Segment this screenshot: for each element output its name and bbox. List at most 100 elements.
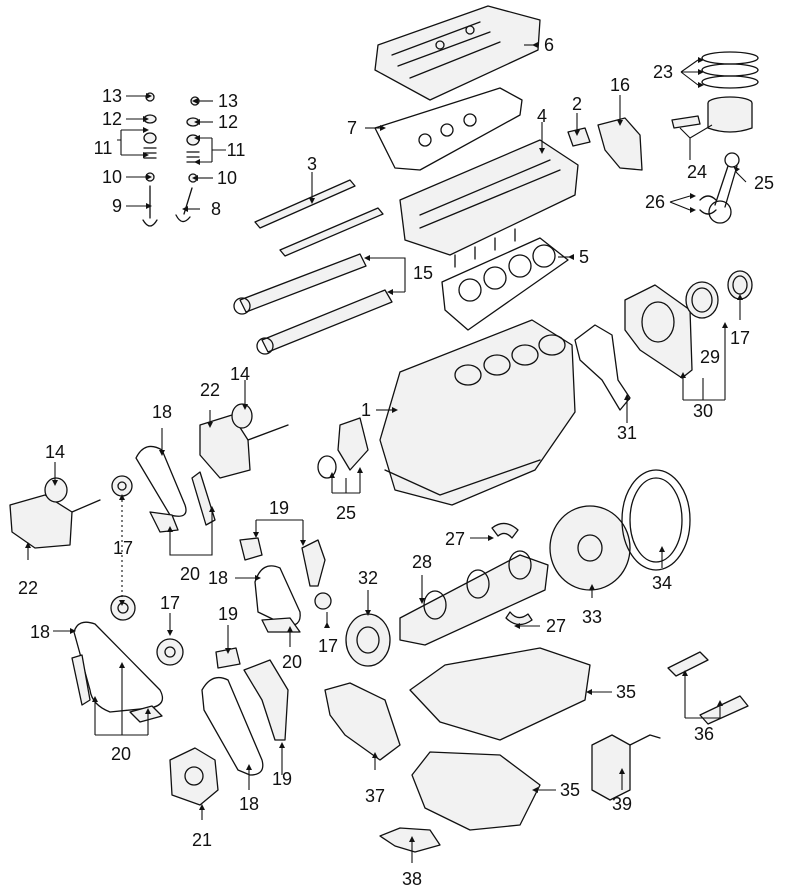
callout-18-c: 18 — [30, 622, 50, 642]
engine-block — [379, 319, 576, 506]
chain-tensioner-upper — [149, 511, 179, 533]
rear-seal — [317, 417, 369, 479]
callout-19-a: 19 — [269, 498, 289, 518]
front-seals — [685, 270, 753, 319]
callout-2: 2 — [572, 94, 582, 114]
timing-cover — [624, 284, 693, 379]
callout-28: 28 — [412, 552, 432, 572]
callout-12-left: 12 — [102, 109, 122, 129]
callout-35-lower: 35 — [560, 780, 580, 800]
callout-23: 23 — [653, 62, 673, 82]
chain-guide-lower-a — [71, 654, 91, 706]
timing-chain-upper — [135, 445, 187, 517]
callout-20-a: 20 — [180, 564, 200, 584]
callout-31: 31 — [617, 423, 637, 443]
callout-4: 4 — [537, 106, 547, 126]
chain-guide-mid — [239, 537, 263, 561]
callout-18-d: 18 — [239, 794, 259, 814]
callout-6: 6 — [544, 35, 554, 55]
timing-chain-mid — [254, 565, 301, 627]
callout-32: 32 — [358, 568, 378, 588]
callout-22-upper: 22 — [200, 380, 220, 400]
callout-17-a: 17 — [113, 538, 133, 558]
callout-39: 39 — [612, 794, 632, 814]
sprocket-small-d — [156, 638, 184, 666]
crank-pulley — [345, 613, 391, 667]
callout-25-b: 25 — [336, 503, 356, 523]
callout-29: 29 — [700, 347, 720, 367]
callout-14-upper: 14 — [230, 364, 250, 384]
callout-38: 38 — [402, 869, 422, 889]
oil-pump-upper — [199, 403, 289, 479]
front-cover — [324, 682, 401, 761]
callout-22-lower: 22 — [18, 578, 38, 598]
oil-cooler — [591, 734, 661, 801]
callout-5: 5 — [579, 247, 589, 267]
valve-train-parts-right — [175, 96, 200, 223]
callout-37: 37 — [365, 786, 385, 806]
callout-8: 8 — [211, 199, 221, 219]
camshafts — [233, 253, 393, 355]
piston-rings — [701, 51, 759, 89]
upper-oil-pan — [409, 647, 591, 741]
callout-16: 16 — [610, 75, 630, 95]
water-pump — [169, 747, 219, 806]
chain-shoe — [261, 617, 301, 633]
ring-gear — [621, 469, 691, 571]
callout-34: 34 — [652, 573, 672, 593]
callout-3: 3 — [307, 154, 317, 174]
callout-10-right: 10 — [217, 168, 237, 188]
callout-35-upper: 35 — [616, 682, 636, 702]
callout-17-d: 17 — [730, 328, 750, 348]
valve-cover-gasket — [374, 87, 523, 171]
callout-19-b: 19 — [218, 604, 238, 624]
main-bearing-lower — [505, 611, 533, 626]
callout-17-b: 17 — [160, 593, 180, 613]
sealant-tubes — [667, 651, 749, 725]
callout-9: 9 — [112, 196, 122, 216]
flex-plate — [549, 505, 631, 591]
callout-20-c: 20 — [111, 744, 131, 764]
callout-20-b: 20 — [282, 652, 302, 672]
oil-pump-lower — [9, 477, 101, 549]
sprocket-small-b — [314, 592, 332, 610]
callout-21: 21 — [192, 830, 212, 850]
callout-24: 24 — [687, 162, 707, 182]
timing-cover-gasket — [574, 324, 631, 411]
callout-10-left: 10 — [102, 167, 122, 187]
callout-14-lower: 14 — [45, 442, 65, 462]
callout-1: 1 — [361, 400, 371, 420]
callout-13-right: 13 — [218, 91, 238, 111]
timing-bracket — [597, 117, 643, 171]
leader-lines — [27, 44, 747, 863]
rocker-shafts — [254, 179, 384, 257]
callout-26: 26 — [645, 192, 665, 212]
tensioner-arm — [243, 659, 289, 741]
callout-25-a: 25 — [754, 173, 774, 193]
callout-11-left: 11 — [94, 138, 113, 158]
callout-33: 33 — [582, 607, 602, 627]
lower-oil-pan — [411, 751, 541, 831]
callout-30: 30 — [693, 401, 713, 421]
main-bearing-upper — [491, 522, 519, 539]
sprocket-small-a — [111, 475, 133, 497]
piston — [707, 96, 753, 133]
callout-7: 7 — [347, 118, 357, 138]
callout-12-right: 12 — [218, 112, 238, 132]
cylinder-head — [399, 139, 579, 268]
chain-tensioner-mid — [301, 539, 326, 587]
arrowheads — [25, 42, 743, 842]
callout-19-c: 19 — [272, 769, 292, 789]
callout-36: 36 — [694, 724, 714, 744]
callout-27-b: 27 — [546, 616, 566, 636]
callout-13-left: 13 — [102, 86, 122, 106]
crankshaft — [399, 550, 549, 646]
callout-11-right: 11 — [227, 140, 246, 160]
piston-pin — [671, 115, 701, 129]
sprocket-small-c — [110, 595, 136, 621]
callout-17-c: 17 — [318, 636, 338, 656]
callout-labels: 1 2 3 4 5 6 7 8 9 10 10 11 11 12 12 13 1… — [18, 35, 774, 889]
rod-bearings — [699, 195, 717, 215]
cam-bearing-cap — [567, 127, 591, 147]
